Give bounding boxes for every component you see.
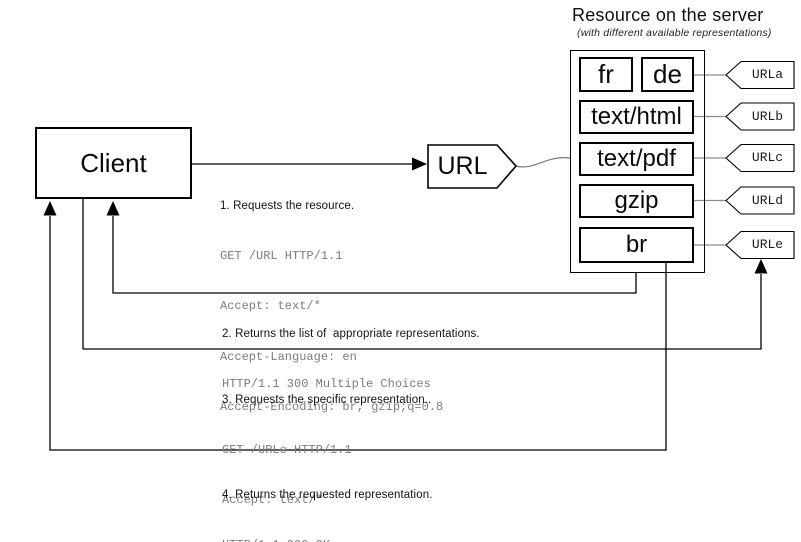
arrow-step2-return-list <box>106 201 637 294</box>
step1-code-line: Accept-Encoding: br, gzip;q=0.8 <box>220 400 444 415</box>
step2-text-block: 2. Returns the list of appropriate repre… <box>222 291 480 427</box>
step2-code-line: HTTP/1.1 300 Multiple Choices <box>222 377 431 391</box>
representation-label: text/pdf <box>597 145 676 172</box>
step1-code-line: Accept-Language: en <box>220 349 357 364</box>
step3-label: 3. Requests the specific representation.… <box>222 394 432 406</box>
representation-box-text-pdf: text/pdf <box>579 142 694 176</box>
step1-text-block: 1. Requests the resource. GET /URL HTTP/… <box>220 163 443 451</box>
url-to-resource-curve <box>515 157 571 168</box>
representation-box-fr: fr <box>579 57 633 92</box>
url-node-label: URL <box>437 152 488 180</box>
url-node-shape <box>427 144 518 189</box>
representation-label: br <box>625 231 648 258</box>
urla-tag-label: URLa <box>751 67 784 82</box>
url-node-label-wrap: URL <box>428 145 497 188</box>
step3-text-block: 3. Requests the specific representation.… <box>222 357 445 542</box>
arrow-step1-request-resource <box>192 157 427 171</box>
resource-outer-box <box>570 50 705 273</box>
urlc-tag-shape <box>725 143 795 173</box>
step2-label: 2. Returns the list of appropriate repre… <box>222 328 480 340</box>
representation-label: de <box>653 59 682 89</box>
representation-label: gzip <box>614 187 659 214</box>
urlb-tag-label: URLb <box>751 109 784 124</box>
arrow-step3-request-specific <box>82 198 768 350</box>
client-label: Client <box>80 147 147 178</box>
step1-code-line: GET /URL HTTP/1.1 <box>220 249 343 263</box>
diagram-subtitle: (with different available representation… <box>577 27 772 39</box>
urlc-tag-label: URLc <box>751 150 784 165</box>
step1-code-line: Accept: text/* <box>220 299 321 314</box>
step1-label: 1. Requests the resource. <box>220 200 355 212</box>
urld-tag-shape <box>725 186 795 215</box>
representation-label: text/html <box>591 103 682 130</box>
urla-tag-shape <box>725 60 795 90</box>
step3-code-line: Accept: text/* <box>222 493 323 508</box>
urlb-tag-shape <box>725 102 795 131</box>
representation-box-br: br <box>579 227 694 263</box>
step3-code-line: GET /URLe HTTP/1.1 <box>222 443 352 457</box>
step4-label: 4. Returns the requested representation. <box>222 489 433 501</box>
urld-tag-label: URLd <box>751 193 784 208</box>
step4-text-block: 4. Returns the requested representation.… <box>222 452 433 542</box>
client-box: Client <box>35 127 192 199</box>
representation-box-gzip: gzip <box>579 184 694 218</box>
arrow-step4-return-representation <box>43 201 667 451</box>
diagram-title: Resource on the server <box>572 5 764 25</box>
representation-box-de: de <box>641 57 694 92</box>
step4-code-line: HTTP/1.1 200 OK <box>222 538 433 542</box>
urle-tag-label: URLe <box>751 237 784 252</box>
urle-tag-shape <box>725 230 795 260</box>
representation-box-text-html: text/html <box>579 100 694 134</box>
representation-label: fr <box>598 59 614 89</box>
